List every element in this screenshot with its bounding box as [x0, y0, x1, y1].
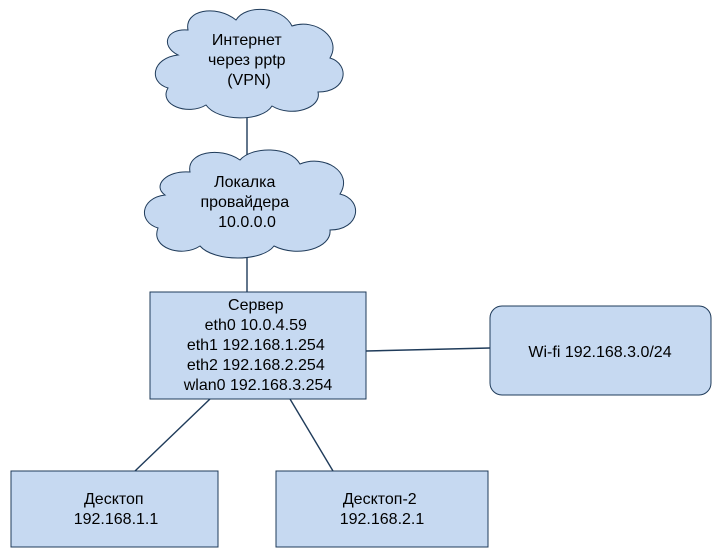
- provider-cloud-shape: [143, 149, 356, 259]
- server-label-line-4: eth2 192.168.2.254: [187, 357, 325, 374]
- desktop2-box: [275, 470, 489, 548]
- provider-label-line-2: провайдера: [200, 194, 289, 211]
- internet-cloud-shape: [154, 8, 344, 119]
- server-label-line-3: eth1 192.168.1.254: [187, 337, 325, 354]
- internet-label-line-3: (VPN): [227, 72, 271, 89]
- wifi-label-line-1: Wi-fi 192.168.3.0/24: [528, 344, 671, 361]
- desktop1-box: [10, 470, 219, 548]
- wifi-box: [489, 305, 712, 396]
- desktop1-node: Десктоп 192.168.1.1: [10, 470, 219, 548]
- server-box: [149, 291, 367, 400]
- desktop2-label-line-2: 192.168.2.1: [340, 511, 425, 528]
- internet-label-line-2: через pptp: [208, 52, 286, 69]
- server-node: Сервер eth0 10.0.4.59 eth1 192.168.1.254…: [149, 291, 367, 400]
- desktop2-node: Десктоп-2 192.168.2.1: [275, 470, 489, 548]
- wifi-label: Wi-fi 192.168.3.0/24: [528, 344, 671, 361]
- desktop2-label-line-1: Десктоп-2: [343, 491, 417, 508]
- internet-label-line-1: Интернет: [212, 32, 282, 49]
- internet-cloud: Интернет через pptp (VPN): [154, 8, 344, 119]
- link-server-desktop1: [134, 398, 211, 472]
- provider-label: Локалка провайдера 10.0.0.0: [200, 174, 293, 231]
- internet-label: Интернет через pptp (VPN): [208, 32, 290, 89]
- desktop1-label-line-1: Десктоп: [84, 491, 144, 508]
- provider-cloud: Локалка провайдера 10.0.0.0: [143, 149, 356, 259]
- link-server-wifi: [365, 347, 491, 352]
- desktop1-label: Десктоп 192.168.1.1: [74, 491, 159, 528]
- server-label-line-1: Сервер: [228, 297, 284, 314]
- desktop1-label-line-2: 192.168.1.1: [74, 511, 159, 528]
- desktop2-label: Десктоп-2 192.168.2.1: [340, 491, 425, 528]
- provider-label-line-3: 10.0.0.0: [218, 214, 276, 231]
- server-label-line-2: eth0 10.0.4.59: [205, 317, 307, 334]
- server-label-line-5: wlan0 192.168.3.254: [183, 377, 333, 394]
- link-server-desktop2: [289, 398, 334, 472]
- server-label: Сервер eth0 10.0.4.59 eth1 192.168.1.254…: [183, 297, 333, 394]
- provider-label-line-1: Локалка: [214, 174, 275, 191]
- wifi-node: Wi-fi 192.168.3.0/24: [489, 305, 712, 396]
